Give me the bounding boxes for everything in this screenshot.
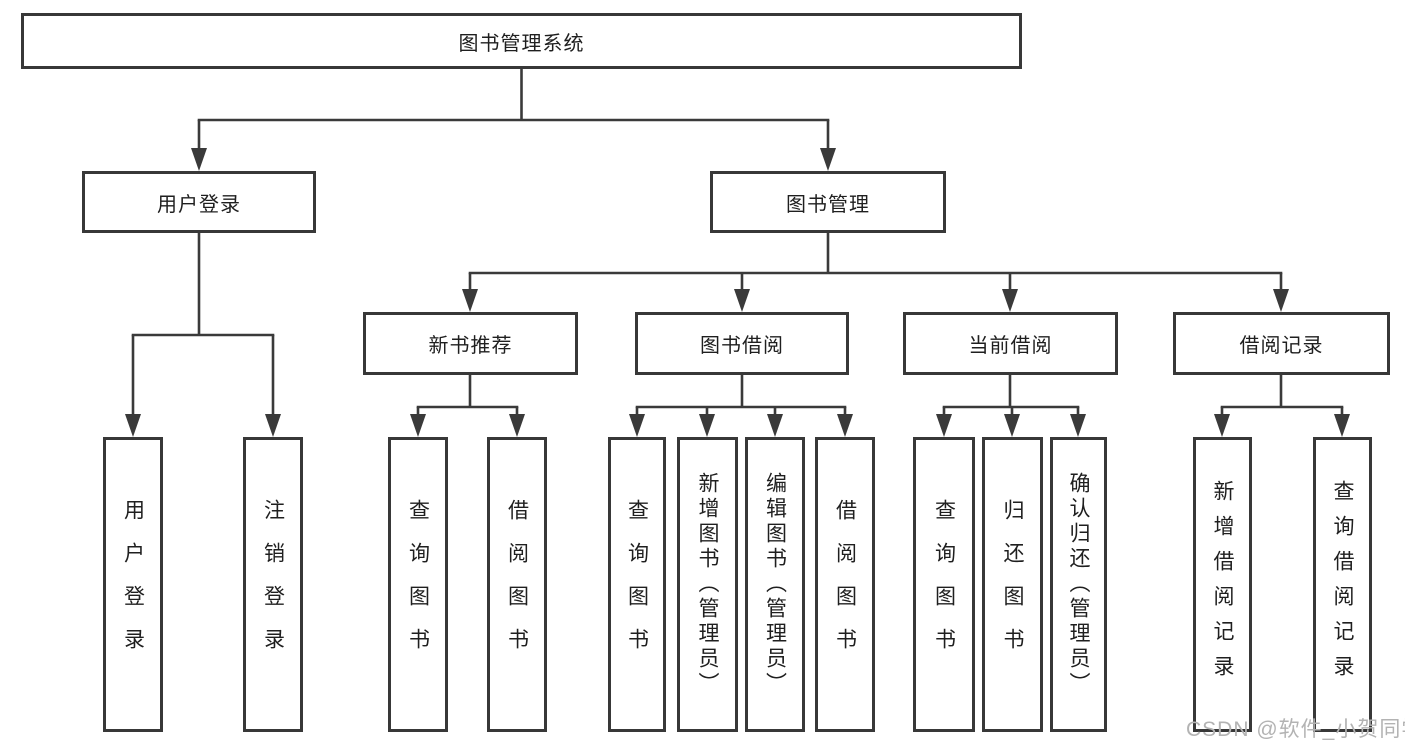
node-label: 图书管理 <box>786 193 870 216</box>
node-label: 查询图书 <box>932 498 956 671</box>
leaf-user-login: 用户登录 <box>103 437 163 732</box>
node-library-management-system: 图书管理系统 <box>21 13 1022 69</box>
node-label: 用户登录 <box>157 193 241 216</box>
node-user-login: 用户登录 <box>82 171 316 233</box>
node-label: 借阅图书 <box>505 498 529 671</box>
leaf-edit-book-admin: 编辑图书（管理员） <box>745 437 805 732</box>
node-label: 新书推荐 <box>428 335 513 357</box>
leaf-logout: 注销登录 <box>243 437 303 732</box>
node-book-borrowing: 图书借阅 <box>635 312 849 375</box>
node-book-management: 图书管理 <box>710 171 946 233</box>
leaf-borrow-books-2: 借阅图书 <box>815 437 875 732</box>
node-label: 确认归还（管理员） <box>1067 472 1090 697</box>
node-label: 编辑图书（管理员） <box>763 472 787 697</box>
node-label: 查询借阅记录 <box>1331 479 1354 690</box>
leaf-query-borrow-record: 查询借阅记录 <box>1313 437 1372 732</box>
node-new-book-recommend: 新书推荐 <box>363 312 578 375</box>
node-label: 借阅图书 <box>833 498 857 671</box>
leaf-query-books-1: 查询图书 <box>388 437 448 732</box>
node-label: 新增图书（管理员） <box>696 472 719 697</box>
node-label: 当前借阅 <box>968 335 1053 357</box>
leaf-query-books-2: 查询图书 <box>608 437 666 732</box>
leaf-return-book: 归还图书 <box>982 437 1043 732</box>
node-label: 用户登录 <box>121 498 145 671</box>
node-label: 注销登录 <box>261 498 285 671</box>
node-label: 新增借阅记录 <box>1211 479 1234 690</box>
leaf-borrow-books-1: 借阅图书 <box>487 437 547 732</box>
leaf-add-book-admin: 新增图书（管理员） <box>677 437 738 732</box>
node-label: 归还图书 <box>1001 498 1024 671</box>
leaf-confirm-return-admin: 确认归还（管理员） <box>1050 437 1107 732</box>
node-label: 图书管理系统 <box>458 32 585 55</box>
node-label: 图书借阅 <box>700 335 784 357</box>
node-label: 借阅记录 <box>1239 335 1324 357</box>
node-current-borrowing: 当前借阅 <box>903 312 1118 375</box>
watermark: CSDN @软件_小贺同学 <box>1186 718 1405 741</box>
leaf-query-books-3: 查询图书 <box>913 437 975 732</box>
node-label: 查询图书 <box>625 498 649 671</box>
node-borrowing-records: 借阅记录 <box>1173 312 1390 375</box>
leaf-add-borrow-record: 新增借阅记录 <box>1193 437 1252 732</box>
node-label: 查询图书 <box>406 498 430 671</box>
